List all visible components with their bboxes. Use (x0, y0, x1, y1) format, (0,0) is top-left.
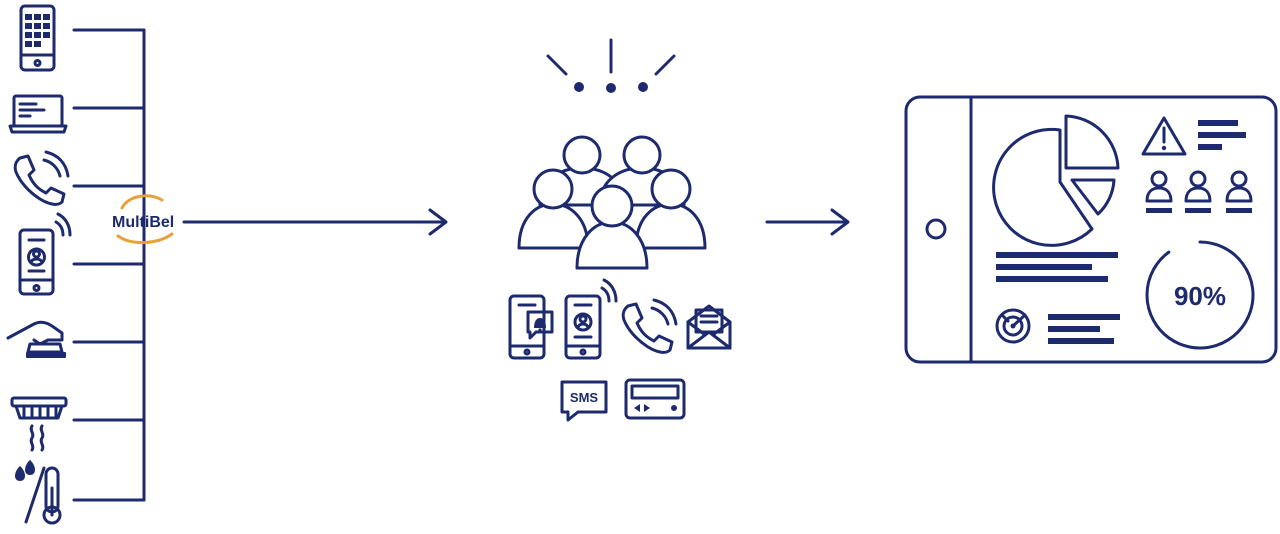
logo-arc-top (120, 194, 164, 210)
logo-arc-bottom (116, 232, 174, 244)
sms-icon: SMS (560, 380, 608, 422)
mobile-user-icon (18, 212, 72, 296)
radar-text-lines (1048, 314, 1120, 344)
phone-icon (621, 298, 678, 354)
hand-button-icon (6, 320, 66, 358)
user-icon-2 (1184, 170, 1212, 213)
progress-ring: 90% (1145, 240, 1255, 350)
laptop-icon (8, 94, 68, 134)
pager-icon (624, 378, 686, 420)
push-notification-icon (508, 294, 554, 360)
arrow-to-dashboard (765, 208, 850, 236)
email-icon (686, 304, 732, 350)
sms-label: SMS (570, 390, 599, 405)
mobile-call-icon (564, 278, 618, 360)
arrow-to-recipients (182, 208, 448, 236)
smartphone-grid-icon (19, 4, 56, 72)
user-icon-1 (1145, 170, 1173, 213)
radar-icon (995, 308, 1031, 344)
tablet-home-button (925, 218, 947, 240)
phone-handset-icon (13, 150, 70, 206)
progress-ring-arc (1145, 240, 1255, 350)
smoke-detector-icon (10, 396, 68, 452)
tablet-frame (904, 95, 1278, 364)
people-group-icon (517, 135, 707, 270)
report-text-lines (996, 252, 1118, 282)
exclamation-burst-icon (546, 38, 676, 93)
humidity-temperature-icon (15, 460, 62, 525)
tablet-dashboard: 90% (904, 95, 1278, 364)
logo-text: MultiBel (112, 214, 174, 231)
pie-chart-icon (992, 114, 1120, 247)
multibel-logo: MultiBel (112, 194, 174, 244)
progress-percent-label: 90% (1174, 281, 1226, 311)
warning-icon (1141, 116, 1187, 156)
input-bus (72, 28, 146, 502)
warning-text-lines (1198, 120, 1246, 150)
user-icon-3 (1225, 170, 1253, 213)
